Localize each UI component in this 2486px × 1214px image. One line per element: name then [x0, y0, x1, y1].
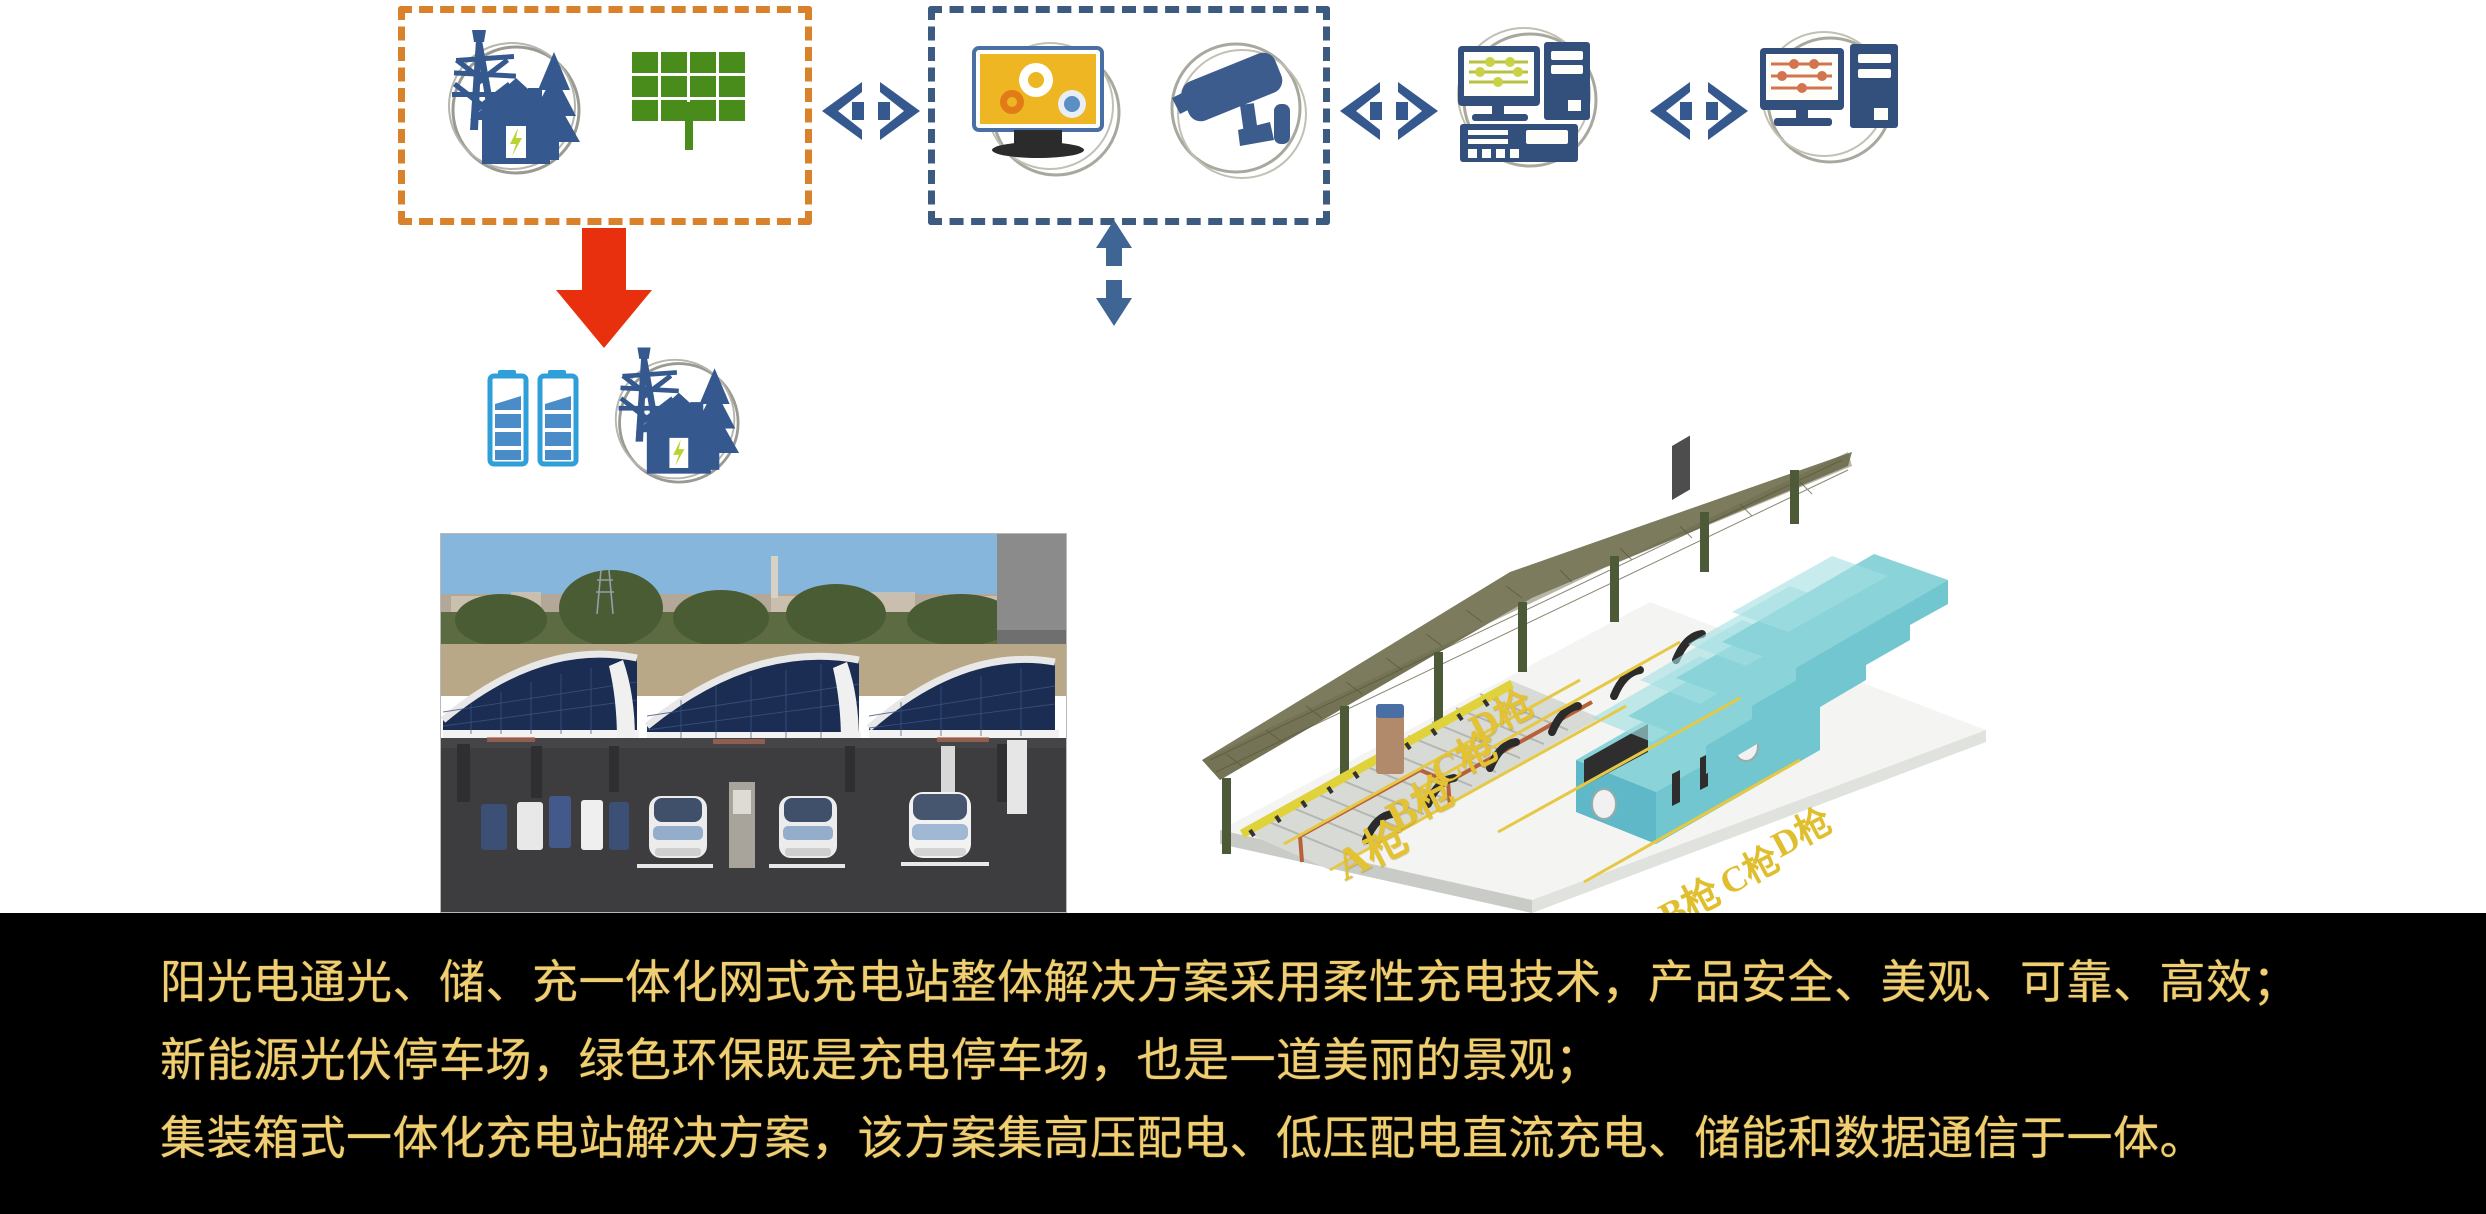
caption-band: 阳光电通光、储、充一体化网式充电站整体解决方案采用柔性充电技术，产品安全、美观、…	[0, 913, 2486, 1214]
caption-line-1: 阳光电通光、储、充一体化网式充电站整体解决方案采用柔性充电技术，产品安全、美观、…	[160, 956, 2299, 1008]
power-grid-house-icon-storage	[596, 340, 756, 500]
arrow-bidirectional-3	[1634, 80, 1764, 142]
bus-charging-depot-render: D枪 C枪 B枪 A枪 D枪 C枪 B枪 A枪	[1180, 430, 2020, 913]
desktop-tower-icon	[1742, 24, 1912, 176]
arrow-bidirectional-1	[806, 80, 936, 142]
caption-lines: 阳光电通光、储、充一体化网式充电站整体解决方案采用柔性充电技术，产品安全、美观、…	[160, 943, 2420, 1177]
power-grid-house-icon	[428, 22, 598, 192]
group-generation-box	[398, 6, 812, 225]
arrow-bidirectional-2	[1324, 80, 1454, 142]
caption-line-2: 新能源光伏停车场，绿色环保既是充电停车场，也是一道美丽的景观；	[160, 1034, 1602, 1086]
solar-panel-icon	[630, 42, 755, 167]
battery-pair-icon	[486, 362, 592, 472]
architecture-diagram: D枪 C枪 B枪 A枪 D枪 C枪 B枪 A枪	[398, 6, 2020, 913]
security-camera-icon	[1150, 26, 1320, 191]
arrow-bidirectional-vertical	[1092, 218, 1136, 328]
monitor-gears-icon	[960, 26, 1140, 191]
caption-line-3: 集装箱式一体化充电站解决方案，该方案集高压配电、低压配电直流充电、储能和数据通信…	[160, 1112, 2206, 1164]
solar-carport-photo	[440, 533, 1067, 913]
group-monitoring-box	[928, 6, 1330, 225]
workstation-server-icon	[1438, 20, 1618, 180]
arrow-down-red	[548, 228, 660, 350]
